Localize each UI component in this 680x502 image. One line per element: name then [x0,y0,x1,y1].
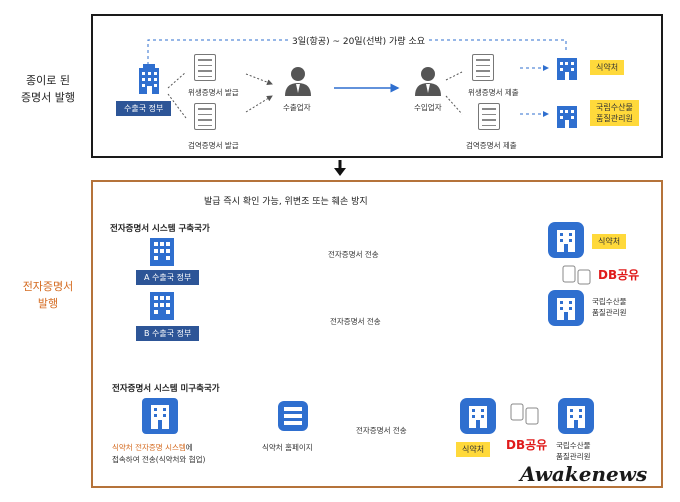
db-share-label: DB공유 [598,268,640,282]
nfqs-label: 국립수산물 품질관리원 [592,297,627,317]
electronic-flow-banner: 발급 즉시 확인 가능, 위변조 또는 훼손 방지 [200,194,372,207]
exporter-label: 수출업자 [283,103,311,112]
mfds-web-label: 식약처 홈페이지 [262,443,313,452]
mfds-tag: 식약처 [590,60,625,75]
electronic-flow-label: 전자증명서 발행 [22,280,74,310]
transfer-a-label: 전자증명서 전송 [328,250,379,259]
document-icon [478,103,500,130]
system-suffix: 에 [185,443,193,452]
mfds-building-icon [460,398,496,434]
transfer-c-label: 전자증명서 전송 [356,426,407,435]
government-building-icon [139,64,159,94]
document-icon [194,54,216,81]
devices-icon [562,265,591,285]
watermark-logo: Awakenews [520,462,647,486]
government-building-icon [150,238,174,266]
unbuilt-gov-building-icon [142,398,178,434]
system-note: 접속하여 전송(식약처와 협업) [112,455,206,464]
agency-building-icon [557,106,577,128]
sanitary-submit-label: 위생증명서 제출 [468,88,519,97]
inspection-issue-label: 검역증명서 발급 [188,141,239,150]
system-access-note: 식약처 전자증명 시스템에 접속하여 전송(식약처와 협업) [112,442,205,466]
agency-building-icon [557,58,577,80]
document-icon [194,103,216,130]
nfqs-tag: 국립수산물 품질관리원 [590,100,639,126]
db-share-label: DB공유 [506,438,548,452]
paper-flow-label: 종이로 된 증명서 발행 [20,74,76,104]
watermark-text: Awakenews [520,462,648,486]
sanitary-issue-label: 위생증명서 발급 [188,88,239,97]
exporting-gov-label: 수출국 정부 [116,101,172,116]
gov-a-label: A 수출국 정부 [136,270,200,285]
person-icon [285,67,311,96]
mfds-system-link: 식약처 전자증명 시스템 [112,443,186,452]
paper-flow-banner: 3일(항공) ~ 20일(선박) 가량 소요 [288,34,430,47]
document-icon [472,54,494,81]
server-icon [278,401,308,431]
government-building-icon [150,292,174,320]
gov-b-label: B 수출국 정부 [136,326,200,341]
mfds-building-icon [548,222,584,258]
built-countries-title: 전자증명서 시스템 구축국가 [110,224,210,234]
nfqs-label: 국립수산물 품질관리원 [556,441,591,461]
mfds-tag: 식약처 [592,234,627,249]
devices-icon [510,403,539,425]
unbuilt-countries-title: 전자증명서 시스템 미구축국가 [112,384,220,394]
person-icon [415,67,441,96]
nfqs-building-icon [548,290,584,326]
mfds-tag: 식약처 [456,442,491,457]
importer-label: 수입업자 [414,103,442,112]
transfer-b-label: 전자증명서 전송 [330,317,381,326]
nfqs-building-icon [558,398,594,434]
inspection-submit-label: 검역증명서 제출 [466,141,517,150]
